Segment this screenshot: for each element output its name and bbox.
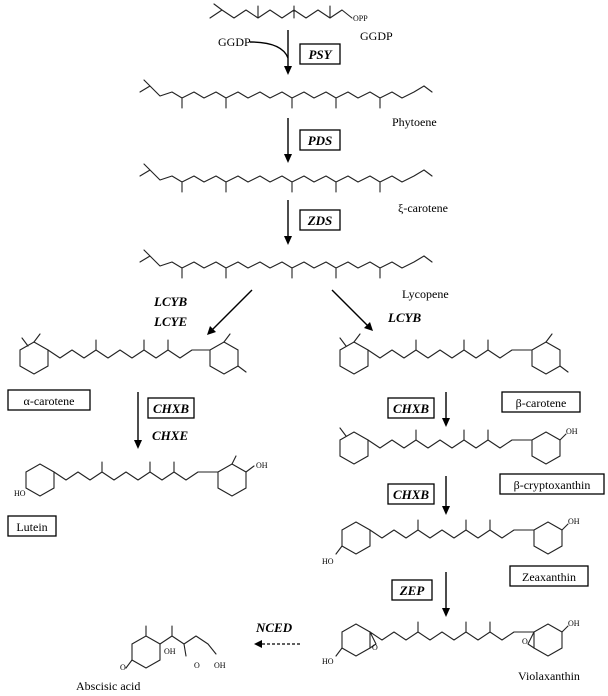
phytoene-structure xyxy=(139,79,433,109)
lcye-label: LCYE xyxy=(153,314,188,329)
chxb-right2-label: CHXB xyxy=(393,487,429,502)
chx-left-arrowhead xyxy=(134,440,142,449)
aba-o: O xyxy=(120,663,126,672)
aba-o2: O xyxy=(194,661,200,670)
zds-label: ZDS xyxy=(307,213,333,228)
zep-box xyxy=(391,579,433,601)
beta-carotene-structure xyxy=(339,333,569,375)
beta-cryptoxanthin-label: β-cryptoxanthin xyxy=(514,478,591,492)
lcyb-left-label: LCYB xyxy=(153,294,188,309)
lutein-ho: HO xyxy=(14,489,26,498)
violaxanthin-oh: OH xyxy=(568,619,580,628)
abscisic-acid-label: Abscisic acid xyxy=(76,679,140,693)
lcy-left-arrowhead xyxy=(207,326,216,335)
beta-carotene-box xyxy=(501,391,581,413)
violaxanthin-structure xyxy=(335,621,569,657)
alpha-carotene-box xyxy=(7,389,91,411)
aba-oh: OH xyxy=(164,647,176,656)
ggdp-left-label: GGDP xyxy=(218,35,251,49)
phytoene-label: Phytoene xyxy=(392,115,437,129)
alpha-carotene-label: α-carotene xyxy=(24,394,75,408)
beta-cryptoxanthin-box xyxy=(499,473,605,495)
zeaxanthin-label: Zeaxanthin xyxy=(522,570,576,584)
violaxanthin-o-left: O xyxy=(372,643,378,652)
ggdp-curve-arrow xyxy=(249,41,289,59)
violaxanthin-o-right: O xyxy=(522,637,528,646)
psy-label: PSY xyxy=(308,47,332,62)
lycopene-label: Lycopene xyxy=(402,287,449,301)
ggdp-structure xyxy=(209,3,353,19)
nced-label: NCED xyxy=(255,620,293,635)
ggdp-right-label: GGDP xyxy=(360,29,393,43)
violaxanthin-ho: HO xyxy=(322,657,334,666)
cryptoxanthin-oh: OH xyxy=(566,427,578,436)
zeaxanthin-box xyxy=(509,565,589,587)
zeta-carotene-structure xyxy=(139,163,433,193)
opp-label: OPP xyxy=(353,14,368,23)
lutein-oh: OH xyxy=(256,461,268,470)
psy-box xyxy=(299,43,341,65)
lutein-label: Lutein xyxy=(16,520,47,534)
psy-arrowhead xyxy=(284,66,292,75)
chxb-left-label: CHXB xyxy=(153,401,189,416)
aba-oh2: OH xyxy=(214,661,226,670)
zeaxanthin-structure xyxy=(335,519,569,555)
pds-arrowhead xyxy=(284,154,292,163)
zds-arrowhead xyxy=(284,236,292,245)
violaxanthin-label: Violaxanthin xyxy=(518,669,580,683)
nced-arrowhead xyxy=(254,640,262,648)
lycopene-structure xyxy=(139,249,433,279)
chxb-left-box xyxy=(147,397,195,419)
zeta-carotene-label: ξ-carotene xyxy=(398,201,448,215)
chxe-label: CHXE xyxy=(152,428,188,443)
lcy-right-arrow xyxy=(331,289,369,327)
zds-box xyxy=(299,209,341,231)
beta-carotene-label: β-carotene xyxy=(516,396,567,410)
zeaxanthin-ho: HO xyxy=(322,557,334,566)
beta-cryptoxanthin-structure xyxy=(339,427,567,465)
chxb-right2-box xyxy=(387,483,435,505)
lcy-right-arrowhead xyxy=(364,322,373,331)
pds-box xyxy=(299,129,341,151)
chxb-right1-box xyxy=(387,397,435,419)
lcyb-right-label: LCYB xyxy=(387,310,422,325)
lutein-box xyxy=(7,515,57,537)
pds-label: PDS xyxy=(308,133,333,148)
chxb-right2-arrowhead xyxy=(442,506,450,515)
zep-arrowhead xyxy=(442,608,450,617)
alpha-carotene-structure xyxy=(19,333,247,375)
abscisic-acid-structure xyxy=(125,625,217,669)
zeaxanthin-oh: OH xyxy=(568,517,580,526)
lutein-structure xyxy=(25,455,255,497)
chxb-right1-arrowhead xyxy=(442,418,450,427)
chxb-right1-label: CHXB xyxy=(393,401,429,416)
zep-label: ZEP xyxy=(399,583,426,598)
lcy-left-arrow xyxy=(211,289,253,331)
